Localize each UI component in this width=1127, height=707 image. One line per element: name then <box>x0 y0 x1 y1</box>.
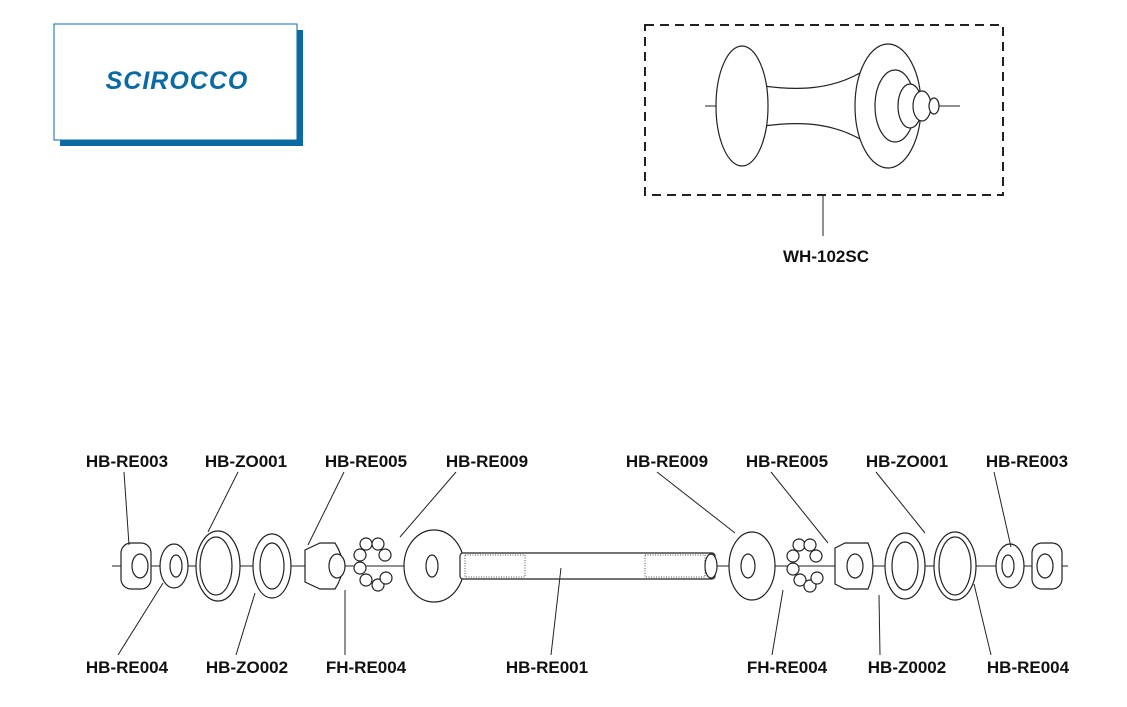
part-label: HB-ZO001 <box>866 452 948 471</box>
part-label: HB-RE009 <box>446 452 528 471</box>
part-label: HB-RE001 <box>506 658 588 677</box>
part-label: HB-RE003 <box>986 452 1068 471</box>
part-label: HB-RE009 <box>626 452 708 471</box>
part-label: HB-RE005 <box>746 452 828 471</box>
leader-lines <box>117 471 1012 656</box>
part-label: HB-RE005 <box>325 452 407 471</box>
washer-right <box>995 543 1025 589</box>
top-part-labels: HB-RE003 HB-ZO001 HB-RE005 HB-RE009 HB-R… <box>86 452 1068 471</box>
bottom-part-labels: HB-RE004 HB-ZO002 FH-RE004 HB-RE001 FH-R… <box>86 658 1070 677</box>
seal-ring-left-1 <box>195 530 241 602</box>
parts-right <box>728 531 1063 601</box>
part-label: HB-ZO002 <box>206 658 288 677</box>
scirocco-logo: SCIROCCO <box>53 23 303 146</box>
ball-bearings-left <box>353 537 393 592</box>
part-label: FH-RE004 <box>326 658 407 677</box>
part-label: HB-RE003 <box>86 452 168 471</box>
part-label: FH-RE004 <box>747 658 828 677</box>
cup-right <box>728 531 776 601</box>
cup-left <box>403 529 465 603</box>
parts-left <box>120 529 465 603</box>
axle <box>459 552 718 580</box>
washer-left <box>159 543 189 589</box>
cone-left <box>304 542 346 590</box>
logo-text: SCIROCCO <box>106 67 249 95</box>
cone-right <box>834 542 874 590</box>
seal-ring-right-1 <box>884 532 926 600</box>
part-label: HB-ZO001 <box>205 452 287 471</box>
part-label: HB-Z0002 <box>868 658 946 677</box>
locknut-left <box>120 542 152 590</box>
ball-bearings-right <box>786 538 824 593</box>
hub-model-label: WH-102SC <box>783 247 869 266</box>
part-label: HB-RE004 <box>987 658 1070 677</box>
seal-ring-left-2 <box>252 533 292 599</box>
part-label: HB-RE004 <box>86 658 169 677</box>
seal-ring-right-2 <box>933 531 977 601</box>
locknut-right <box>1031 542 1063 590</box>
hub-illustration: WH-102SC <box>644 24 1004 266</box>
